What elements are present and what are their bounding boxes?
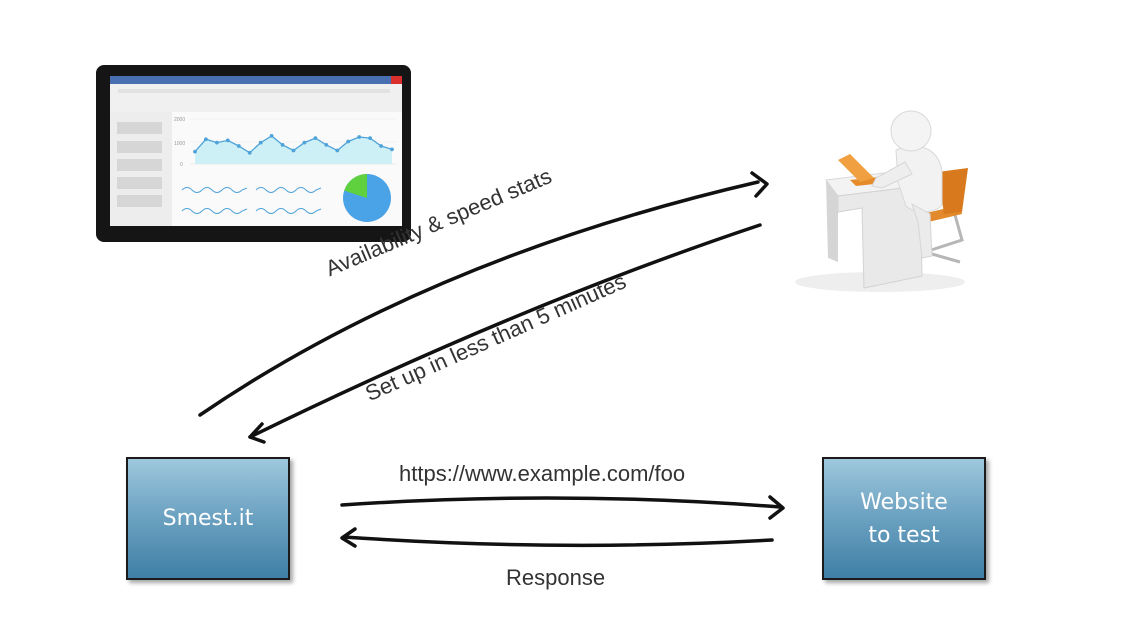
line-chart-point bbox=[335, 148, 340, 153]
line-chart-point bbox=[324, 143, 329, 147]
arrow-head bbox=[248, 422, 266, 444]
sparkline bbox=[255, 208, 322, 214]
sidebar-item bbox=[117, 122, 162, 134]
line-chart-point bbox=[302, 140, 307, 145]
line-chart-point bbox=[291, 148, 296, 153]
pie-chart-slice bbox=[344, 174, 367, 198]
arrow-head bbox=[340, 527, 357, 548]
arrow-head bbox=[768, 495, 785, 520]
chair-back bbox=[938, 168, 968, 214]
arrow-line bbox=[248, 223, 762, 439]
y-tick-label: 1000 bbox=[174, 141, 185, 147]
arrow-setup-to-smest bbox=[248, 223, 762, 444]
line-chart-point bbox=[313, 136, 318, 141]
line-chart-point bbox=[280, 143, 285, 147]
line-chart-point bbox=[236, 144, 241, 148]
y-tick-label: 2000 bbox=[174, 117, 185, 123]
node-website: Website to test bbox=[822, 457, 986, 580]
arrow-line bbox=[198, 180, 760, 417]
arrow-head bbox=[750, 171, 769, 198]
node-website-label: Website to test bbox=[860, 489, 948, 548]
arrow-stats-to-user bbox=[198, 171, 769, 417]
person-leg bbox=[911, 202, 933, 259]
sidebar-item bbox=[117, 141, 162, 153]
node-smest-label: Smest.it bbox=[162, 506, 254, 531]
window-address-bar bbox=[110, 84, 402, 112]
sidebar-item bbox=[117, 159, 162, 171]
line-chart-point bbox=[269, 134, 274, 138]
line-chart-point bbox=[258, 140, 263, 145]
line-chart-point bbox=[368, 136, 372, 141]
laptop-icon: 2000 1000 0 bbox=[96, 65, 411, 242]
label-url: https://www.example.com/foo bbox=[399, 461, 686, 486]
label-response: Response bbox=[506, 565, 606, 590]
sparkline bbox=[255, 187, 322, 193]
line-chart-point bbox=[357, 135, 362, 139]
line-chart-point bbox=[215, 140, 219, 145]
arrow-request bbox=[340, 495, 785, 520]
sparkline bbox=[181, 208, 248, 214]
window-close-icon bbox=[391, 76, 402, 84]
address-field bbox=[118, 89, 390, 93]
desk-side bbox=[826, 180, 838, 262]
arrow-response bbox=[340, 527, 774, 548]
line-chart-point bbox=[193, 149, 197, 154]
sparkline bbox=[181, 187, 248, 193]
sidebar-item bbox=[117, 195, 162, 207]
y-tick-label: 0 bbox=[180, 162, 183, 168]
arrow-line bbox=[342, 535, 774, 548]
person-head bbox=[890, 110, 932, 152]
sidebar-item bbox=[117, 177, 162, 189]
window-titlebar bbox=[110, 76, 402, 84]
line-chart-point bbox=[346, 139, 351, 144]
line-chart-point bbox=[225, 138, 230, 143]
laptop-lid bbox=[838, 154, 874, 182]
line-chart-point bbox=[390, 147, 394, 152]
node-smest: Smest.it bbox=[126, 457, 290, 580]
line-chart-point bbox=[379, 144, 383, 148]
line-chart-point bbox=[204, 137, 208, 142]
person-at-desk-icon bbox=[795, 110, 968, 292]
line-chart-area bbox=[195, 135, 392, 164]
person-arm bbox=[871, 161, 913, 189]
line-chart-points bbox=[193, 134, 394, 155]
line-chart-point bbox=[247, 150, 252, 155]
arrow-line bbox=[340, 496, 782, 509]
